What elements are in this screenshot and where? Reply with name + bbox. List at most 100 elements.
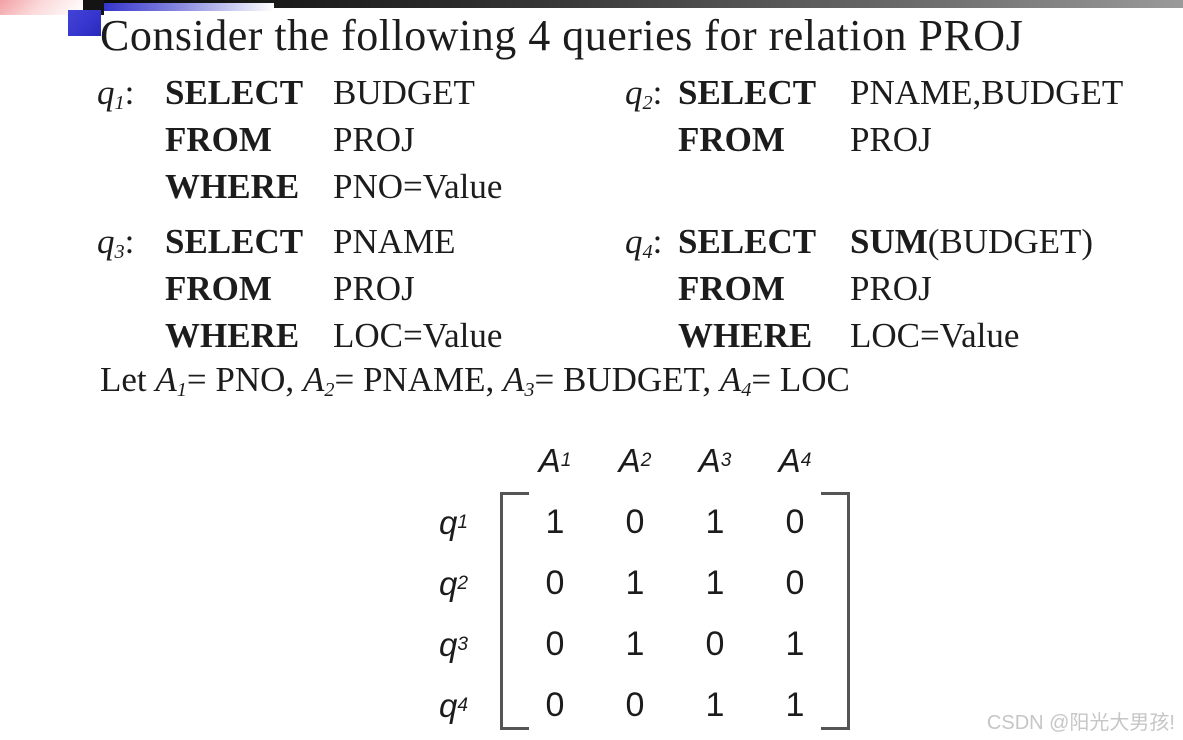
matrix-cell: 0 [545,625,565,663]
attr-mapping: = PNO, [186,360,303,399]
label-text: q [97,73,115,112]
matrix-cell: 1 [625,625,645,663]
query-label-base: q1 [97,73,125,115]
attr-subscript: 3 [524,379,535,402]
deco-pink-gradient [0,0,84,15]
sql-keyword: SELECT [165,73,304,112]
sql-line: WHERE LOC=Value [165,312,502,359]
matrix-cell: 0 [705,625,725,663]
sql-keyword: FROM [678,269,785,308]
sql-operand: LOC=Value [850,316,1020,355]
rowlabel-base: q [439,503,458,541]
label-text: q [625,73,643,112]
sql-operand: BUDGET [333,73,475,112]
attr-symbol: A4 [720,360,752,400]
label-colon: : [124,73,135,112]
sql-line: WHERE PNO=Value [165,163,502,210]
rowlabel-base: q [439,564,458,602]
header-base: A [618,442,641,479]
sql-keyword: WHERE [165,167,300,206]
deco-blue-gradient-bar [104,3,274,11]
rowlabel-base: q [439,686,458,724]
label-colon: : [652,73,663,112]
sql-operand: SUM(BUDGET) [850,218,1093,265]
query-label-base: q2 [625,73,653,115]
query-label-base: q3 [97,222,125,264]
sql-keyword: WHERE [165,316,300,355]
sql-operand-rest: (BUDGET) [927,222,1094,261]
sql-keyword: SELECT [678,73,817,112]
label-subscript: 4 [642,241,653,264]
matrix-cell: 1 [785,686,805,724]
attr-symbol: A3 [502,360,535,402]
attr-subscript: 1 [176,379,187,402]
query-label-q1: q1: [97,69,134,116]
sql-line: FROM PROJ [678,265,1093,312]
slide-title: Consider the following 4 queries for rel… [100,11,1024,60]
sql-keyword: SELECT [678,222,817,261]
sql-operand: LOC=Value [333,316,503,355]
attribute-definitions-line: Let A1= PNO, A2= PNAME, A3= BUDGET, A4= … [100,356,850,403]
attr-symbol: A1 [155,360,187,402]
sql-operand: PNO=Value [333,167,503,206]
matrix-cell: 1 [785,625,805,663]
label-colon: : [124,222,135,261]
label-subscript: 3 [114,241,125,264]
csdn-watermark: CSDN @阳光大男孩! [986,712,1175,734]
matrix-values: 1 0 1 0 0 1 1 0 0 1 0 1 0 0 1 1 [515,492,835,736]
label-text: q [625,222,643,261]
matrix-cell: 1 [625,564,645,602]
sql-operand: PROJ [333,269,415,308]
sql-line: FROM PROJ [165,265,502,312]
query-label-q2: q2: [625,69,662,116]
matrix-cell: 1 [705,564,725,602]
header-base: A [778,442,801,479]
attr-mapping: = BUDGET, [534,360,720,399]
label-subscript: 2 [642,92,653,115]
attr-base: A [502,360,525,399]
attr-base: A [155,360,177,399]
matrix-cell: 0 [785,503,805,541]
sql-aggregate-function: SUM [850,222,928,261]
label-subscript: 1 [114,92,125,115]
query-label-q3: q3: [97,218,134,265]
matrix-cell: 0 [785,564,805,602]
let-prefix: Let [100,360,156,399]
sql-operand: PNAME [333,222,456,261]
attr-mapping: = LOC [751,360,850,399]
attr-base: A [302,360,325,399]
rowlabel-base: q [439,625,458,663]
matrix-left-bracket [500,492,529,730]
attr-symbol: A2 [302,360,335,400]
sql-keyword: FROM [165,269,272,308]
sql-operand: PROJ [850,120,932,159]
matrix-cell: 1 [705,503,725,541]
sql-operand: PROJ [850,269,932,308]
sql-operand: PROJ [333,120,415,159]
matrix-right-bracket [821,492,850,730]
query-label-base: q4 [625,222,653,264]
sql-keyword: FROM [678,120,785,159]
label-colon: : [652,222,663,261]
sql-line: SELECT SUM(BUDGET) [678,218,1093,265]
